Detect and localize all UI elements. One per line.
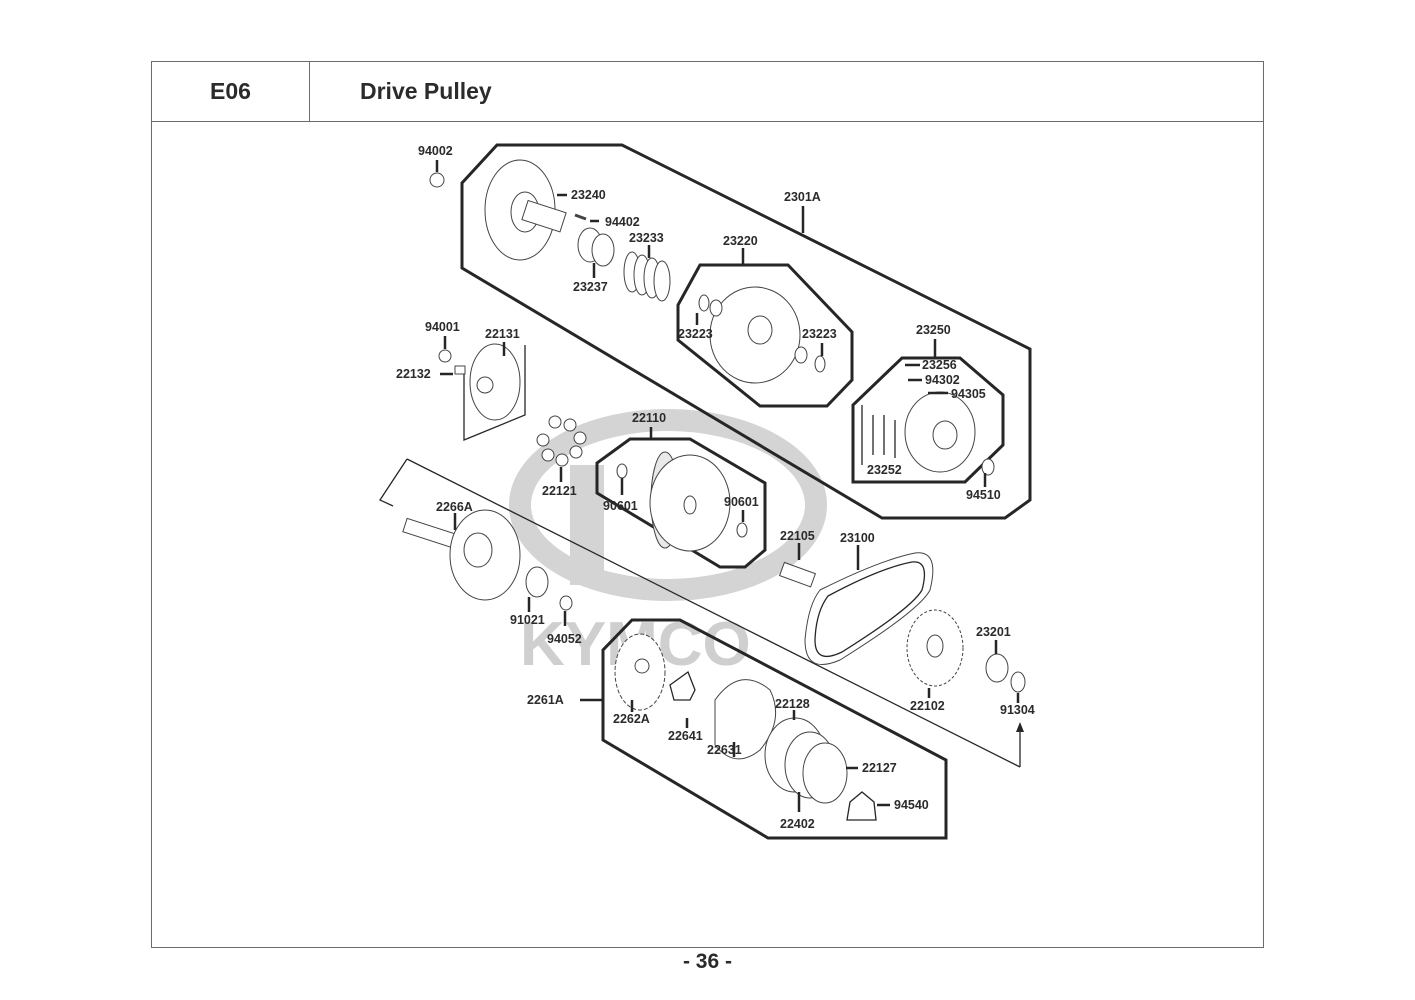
part-glyphs (402, 159, 1026, 821)
label-23240: 23240 (571, 188, 606, 202)
rollers-22121-icon (536, 415, 587, 467)
movable-face-hub-icon (683, 495, 697, 515)
clip-94540-icon (846, 791, 877, 821)
label-22631: 22631 (707, 743, 742, 757)
nut-94002-icon (429, 172, 445, 188)
label-94052: 94052 (547, 632, 582, 646)
page-number: - 36 - (682, 950, 732, 973)
label-94002: 94002 (418, 144, 453, 158)
label-2301A: 2301A (784, 190, 821, 204)
cover-hub-icon (932, 420, 958, 450)
seal-23223b-icon (794, 346, 808, 364)
watermark-k-bar (570, 465, 604, 585)
clip-94510-icon (981, 458, 995, 476)
label-22121: 22121 (542, 484, 577, 498)
group-22131-bracket (463, 345, 526, 441)
label-23250: 23250 (916, 323, 951, 337)
label-23201: 23201 (976, 625, 1011, 639)
group-23220-boundary (676, 263, 854, 408)
seal-23201-icon (985, 653, 1009, 683)
label-23220: 23220 (723, 234, 758, 248)
assembly-arrow-icon (1016, 722, 1024, 732)
label-94302: 94302 (925, 373, 960, 387)
label-22102: 22102 (910, 699, 945, 713)
label-2266A: 2266A (436, 500, 473, 514)
nut-94001-icon (438, 349, 452, 363)
sheave-shaft-icon (521, 199, 567, 233)
shaft-group-line (406, 458, 1021, 768)
nut-94052-icon (559, 595, 573, 611)
label-22131: 22131 (485, 327, 520, 341)
section-code: E06 (151, 61, 309, 122)
label-94540: 94540 (894, 798, 929, 812)
fan-hub-icon (926, 634, 944, 658)
label-90601-right: 90601 (724, 495, 759, 509)
drive-plate-hub-icon (634, 658, 650, 674)
shaft-group-bracket (379, 458, 408, 507)
label-23223-left: 23223 (678, 327, 713, 341)
label-90601-left: 90601 (603, 499, 638, 513)
springs-22641-icon (669, 670, 696, 701)
part-labels: 94002 23240 94402 23233 23237 2301A 2322… (396, 144, 1035, 831)
shoes-22631-icon (714, 679, 777, 760)
leader-lines (435, 160, 1020, 812)
label-23256: 23256 (922, 358, 957, 372)
label-22402: 22402 (780, 817, 815, 831)
belt-23100-icon (804, 552, 934, 665)
ramp-plate-hub-icon (476, 376, 494, 394)
label-22641: 22641 (668, 729, 703, 743)
diagram-frame (151, 121, 1264, 948)
ring-90601b-icon (736, 522, 748, 538)
label-23233: 23233 (629, 231, 664, 245)
bearing-91021-icon (525, 566, 549, 598)
group-2261A-boundary (601, 618, 948, 840)
group-2301A-boundary (460, 143, 1032, 520)
label-22132: 22132 (396, 367, 431, 381)
page-title-text: Drive Pulley (360, 78, 492, 104)
label-94402: 94402 (605, 215, 640, 229)
label-94510: 94510 (966, 488, 1001, 502)
label-94001: 94001 (425, 320, 460, 334)
page-title: Drive Pulley (309, 61, 1264, 122)
seal-23223a-icon (709, 299, 723, 317)
spring-23233-icon (623, 251, 671, 302)
collar-end-icon (591, 233, 615, 267)
label-2261A: 2261A (527, 693, 564, 707)
label-22105: 22105 (780, 529, 815, 543)
label-23100: 23100 (840, 531, 875, 545)
label-91021: 91021 (510, 613, 545, 627)
label-23223-right: 23223 (802, 327, 837, 341)
label-94305: 94305 (951, 387, 986, 401)
label-23252: 23252 (867, 463, 902, 477)
label-23237: 23237 (573, 280, 608, 294)
group-22110-boundary (595, 437, 767, 569)
ring-23223b-icon (814, 355, 826, 373)
drum-hub-icon (463, 532, 493, 568)
label-22127: 22127 (862, 761, 897, 775)
belt-inner-edge (814, 561, 926, 658)
ring-90601a-icon (616, 463, 628, 479)
plate-22127-icon (802, 742, 848, 804)
label-91304: 91304 (1000, 703, 1035, 717)
slider-22132-icon (454, 365, 466, 375)
ramp-plate-22131-icon (469, 343, 521, 421)
label-22110: 22110 (632, 411, 666, 425)
plate-hub-icon (747, 315, 773, 345)
ring-91304-icon (1010, 671, 1026, 693)
pin-94402-icon (574, 213, 587, 221)
label-22128: 22128 (775, 697, 810, 711)
section-code-text: E06 (210, 78, 251, 104)
ring-23223a-icon (698, 294, 710, 312)
collar-22105-icon (778, 561, 817, 588)
label-2262A: 2262A (613, 712, 650, 726)
